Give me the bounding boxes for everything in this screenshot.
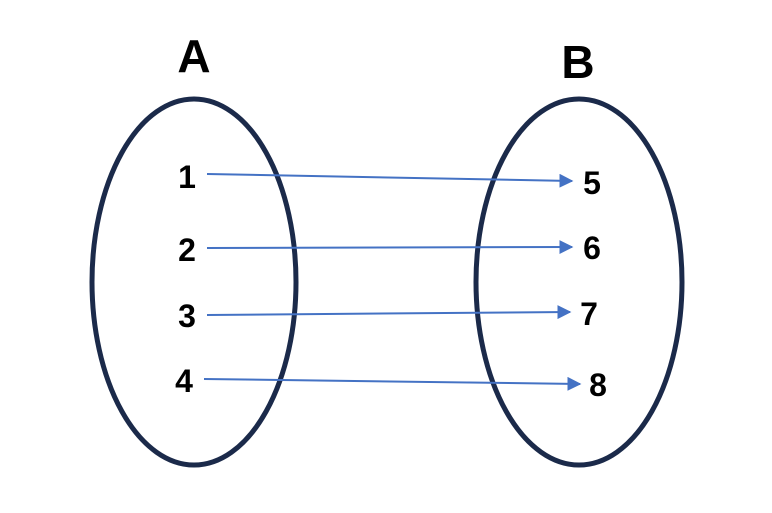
set-a-element-1: 1 xyxy=(178,159,196,195)
mapping-arrow-3-to-7 xyxy=(206,305,572,320)
set-a-ellipse xyxy=(89,96,299,468)
mapping-arrow-1-to-5 xyxy=(206,173,574,188)
set-a-element-4: 4 xyxy=(175,363,193,399)
set-b-element-8: 8 xyxy=(589,367,607,403)
set-b-ellipse xyxy=(473,96,685,468)
set-a-label: A xyxy=(177,30,210,82)
set-a-element-3: 3 xyxy=(178,298,196,334)
mapping-arrow-4-to-8 xyxy=(203,376,582,391)
set-b-element-6: 6 xyxy=(583,230,601,266)
set-b-element-5: 5 xyxy=(583,165,601,201)
mapping-arrow-2-to-6 xyxy=(206,240,574,255)
set-a-element-2: 2 xyxy=(178,232,196,268)
set-b-label: B xyxy=(561,36,594,88)
set-b-element-7: 7 xyxy=(580,296,598,332)
